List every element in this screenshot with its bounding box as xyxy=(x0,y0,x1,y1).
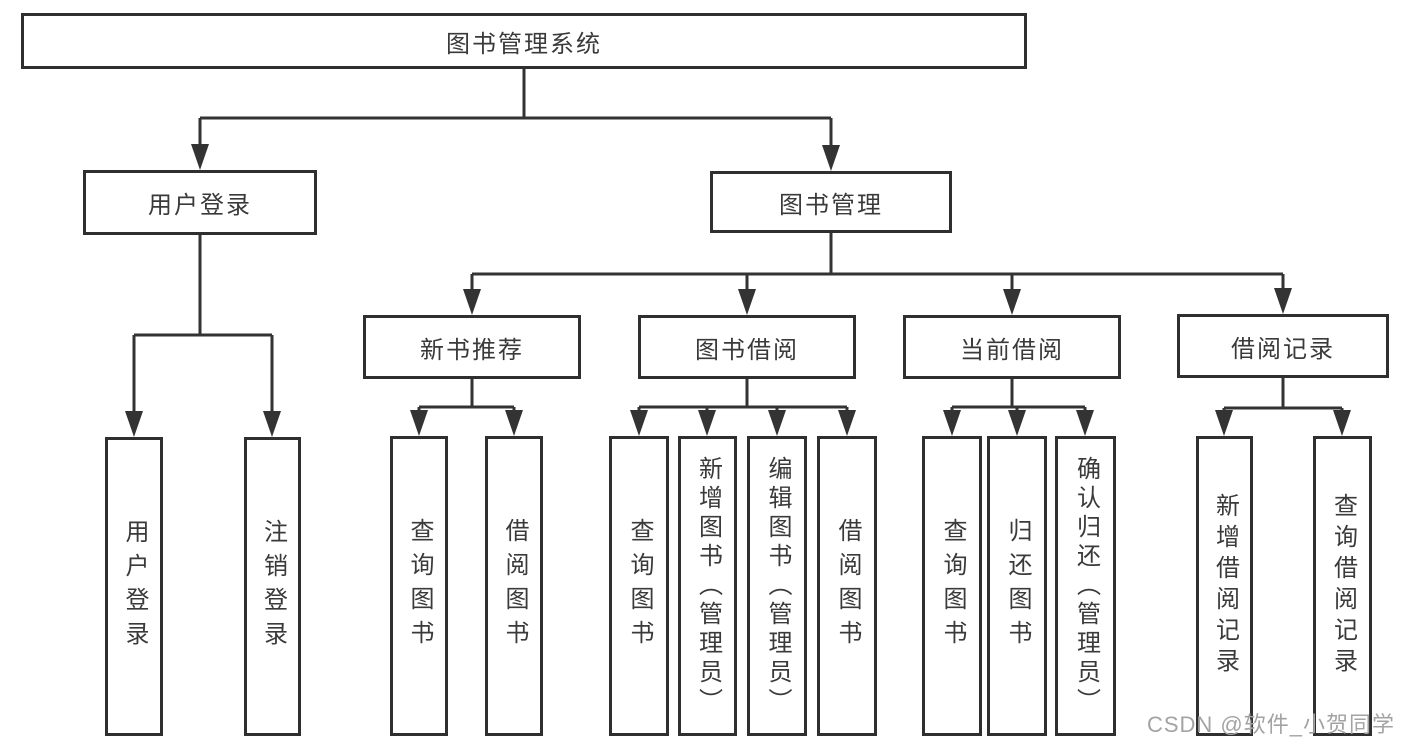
leaf-current-return-books: 归还图书 xyxy=(987,436,1047,736)
node-borrowing-records: 借阅记录 xyxy=(1177,314,1389,378)
leaf-current-confirm-return-admin: 确认归还（管理员） xyxy=(1055,436,1116,736)
leaf-borrowing-add-books-admin: 新增图书（管理员） xyxy=(678,436,737,736)
node-library-management-system: 图书管理系统 xyxy=(21,13,1027,69)
node-current-borrowing: 当前借阅 xyxy=(903,315,1121,379)
leaf-records-add-borrow-record: 新增借阅记录 xyxy=(1196,436,1253,736)
node-user-login: 用户登录 xyxy=(83,170,317,235)
leaf-borrowing-borrow-books: 借阅图书 xyxy=(817,436,877,736)
leaf-records-query-borrow-record: 查询借阅记录 xyxy=(1313,436,1372,736)
leaf-logout: 注销登录 xyxy=(244,437,301,736)
watermark: CSDN @软件_小贺同学 xyxy=(1146,712,1395,737)
node-book-borrowing: 图书借阅 xyxy=(638,315,856,379)
leaf-borrowing-query-books: 查询图书 xyxy=(609,436,669,736)
leaf-recommend-borrow-books: 借阅图书 xyxy=(485,436,543,736)
leaf-recommend-query-books: 查询图书 xyxy=(390,436,448,736)
leaf-borrowing-edit-books-admin: 编辑图书（管理员） xyxy=(747,436,807,736)
node-new-book-recommendation: 新书推荐 xyxy=(363,315,581,379)
leaf-current-query-books: 查询图书 xyxy=(922,436,982,736)
leaf-user-login: 用户登录 xyxy=(105,437,163,736)
node-book-management: 图书管理 xyxy=(710,171,952,233)
